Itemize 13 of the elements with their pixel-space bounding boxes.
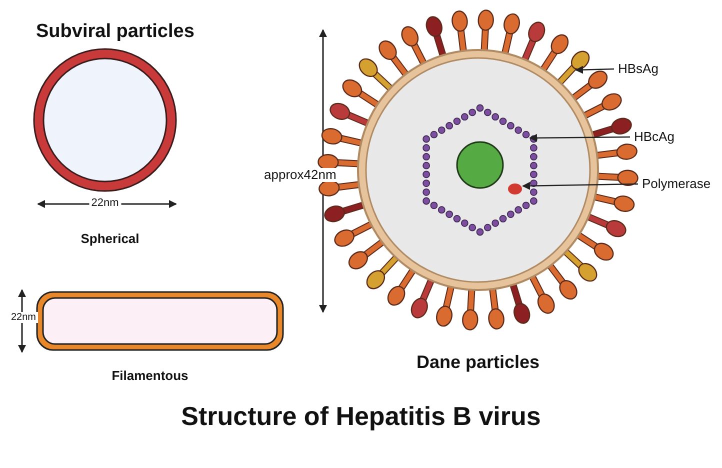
annotation-label: Polymerase xyxy=(642,177,711,192)
leader-arrow xyxy=(575,66,614,74)
leader-arrow xyxy=(522,182,638,190)
heading: Dane particles xyxy=(416,353,540,373)
annotation-label: HBcAg xyxy=(634,130,674,144)
annotation-label: HBsAg xyxy=(618,62,658,76)
particle-label: Filamentous xyxy=(112,369,188,384)
particle-label: Spherical xyxy=(80,232,140,246)
dimension-label: approx42nm xyxy=(262,168,338,182)
leader-arrow xyxy=(529,134,630,142)
caption: Structure of Hepatitis B virus xyxy=(181,402,541,431)
heading: Subviral particles xyxy=(36,22,194,43)
dimension-label: 22nm xyxy=(9,312,38,323)
